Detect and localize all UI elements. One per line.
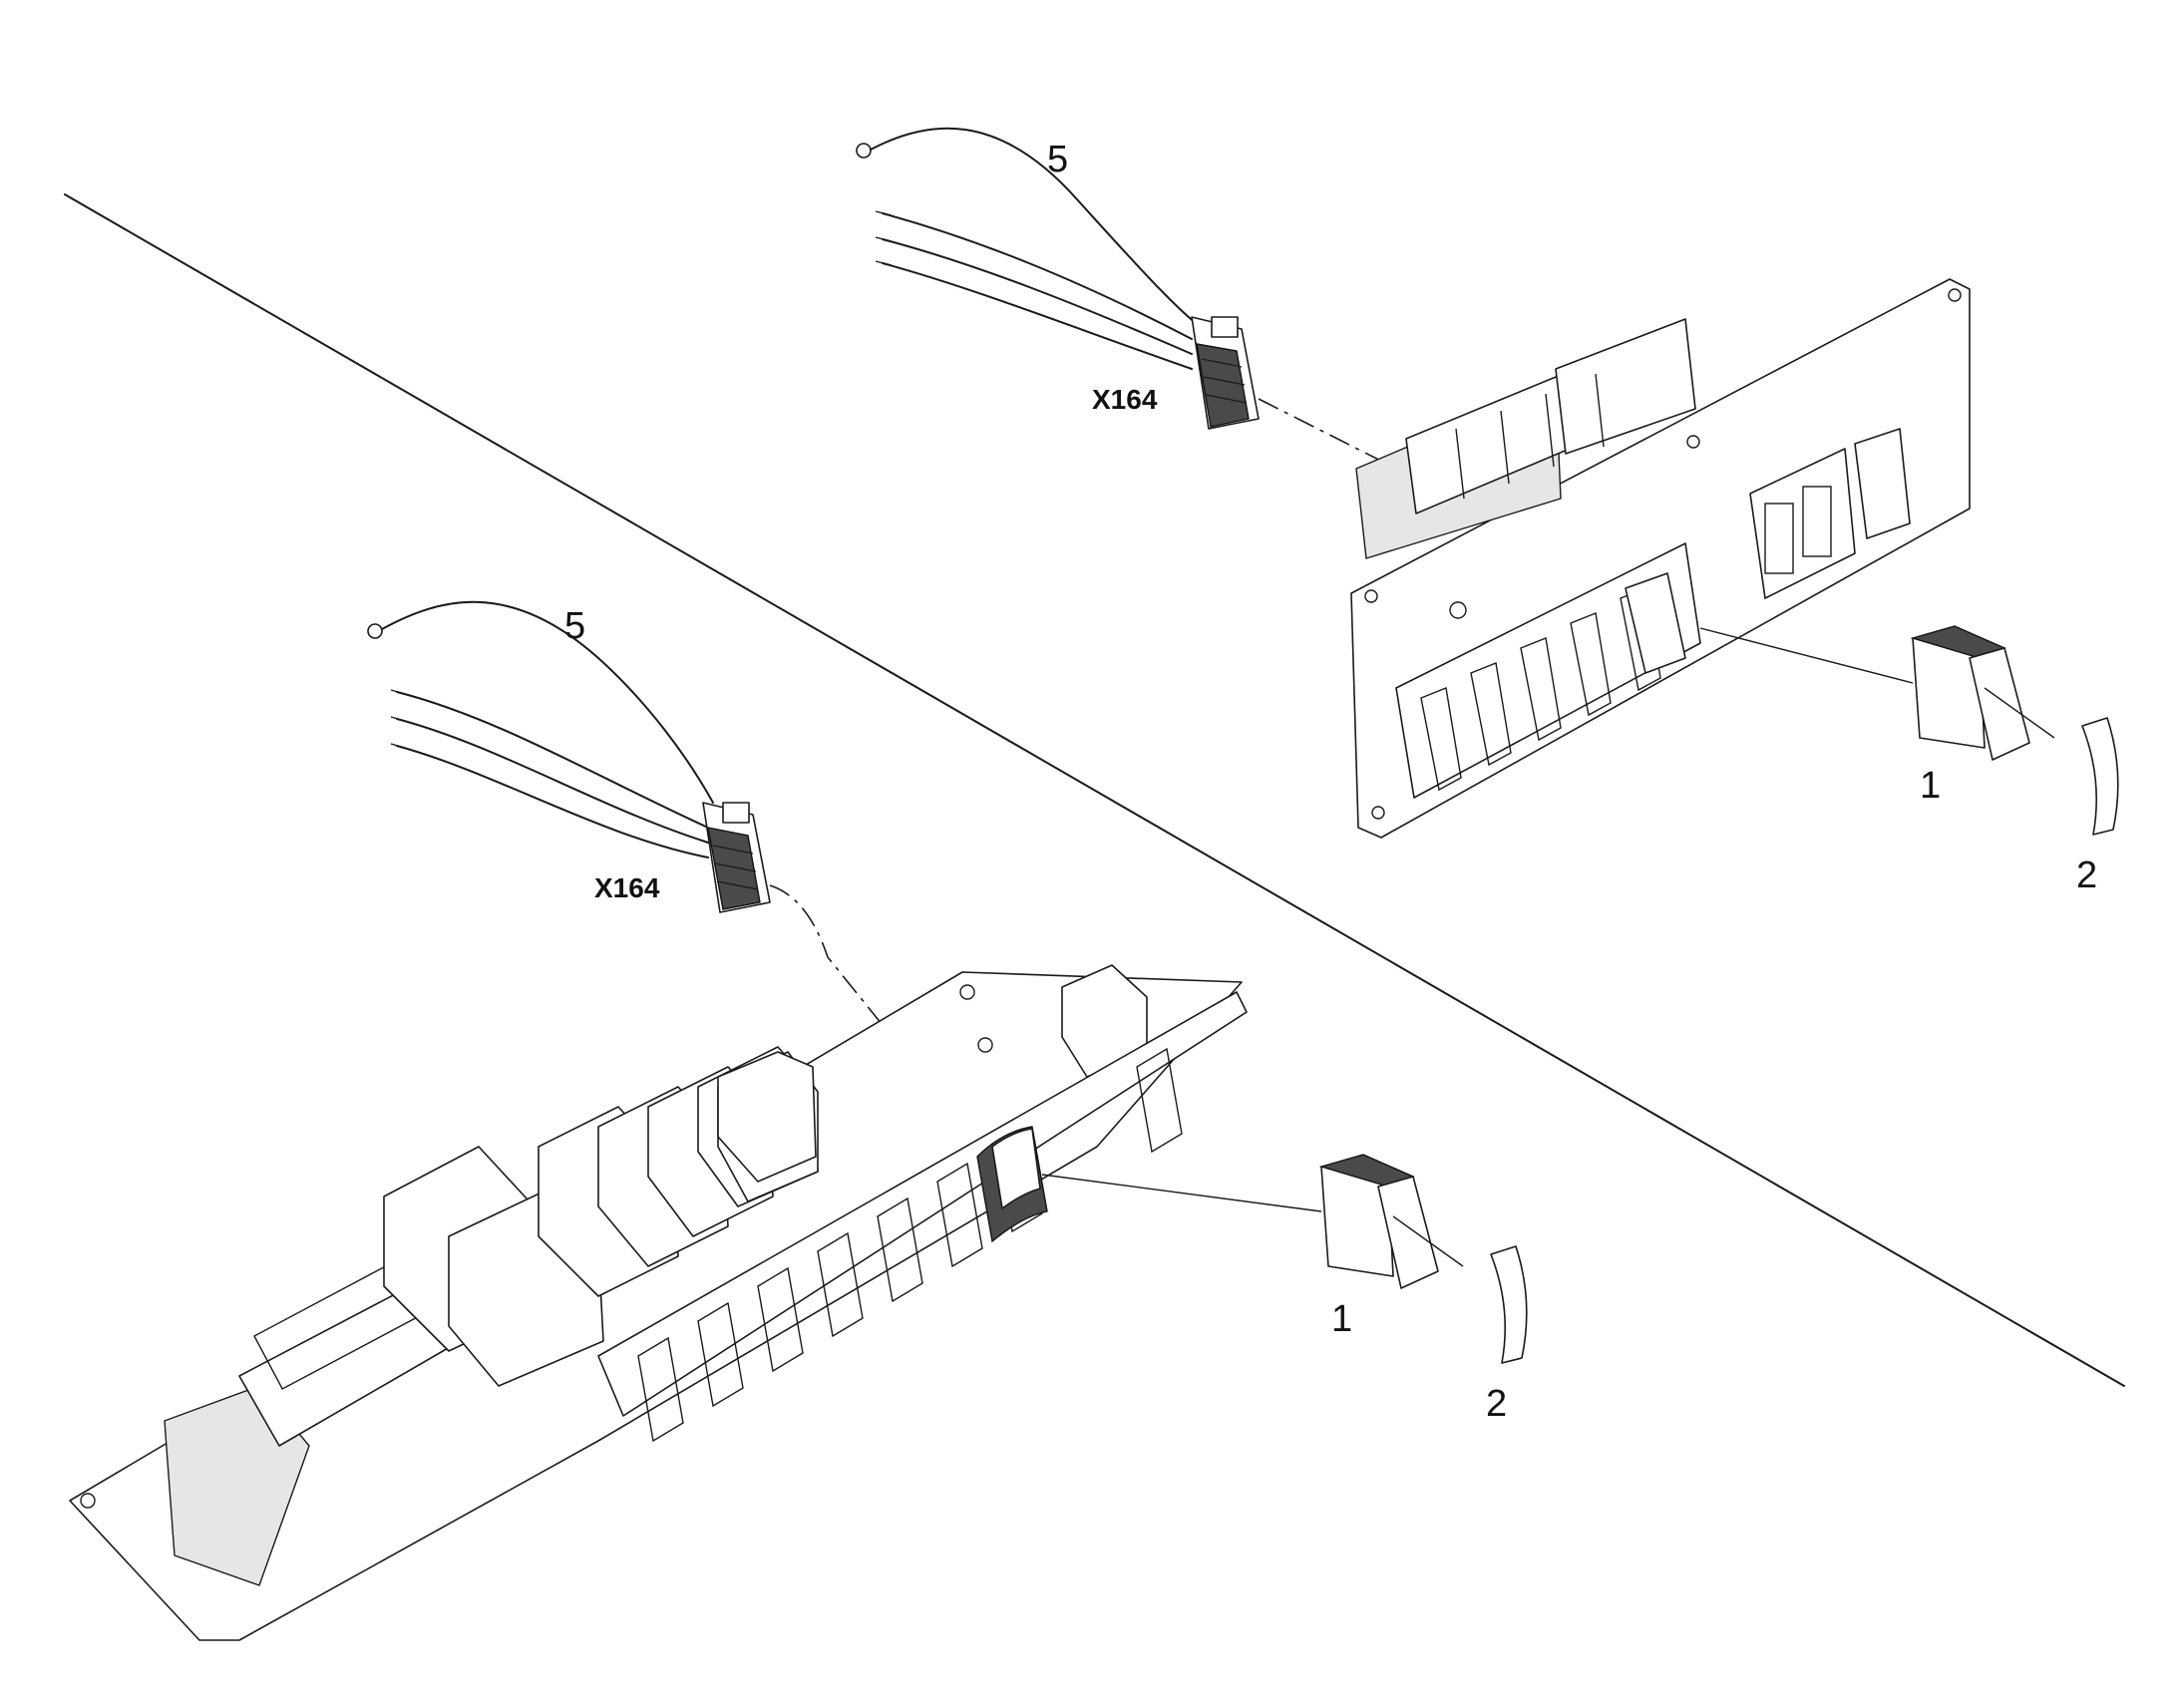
top-callout-2: 2 xyxy=(2076,854,2097,896)
top-view: 5 X164 1 2 xyxy=(856,127,2119,896)
bottom-view: 5 X164 1 2 xyxy=(69,600,1528,1641)
top-switch-lens xyxy=(2081,717,2119,836)
bottom-mounting-panel xyxy=(69,964,1248,1641)
bottom-callout-5: 5 xyxy=(564,605,585,647)
view-separator-line xyxy=(64,193,2125,1387)
bottom-rocker-switch xyxy=(1318,1154,1464,1289)
bottom-switch-leader xyxy=(1041,1174,1322,1212)
top-connector-label: X164 xyxy=(1092,384,1158,415)
top-rocker-switch xyxy=(1910,625,2055,761)
bottom-connector-x164 xyxy=(702,802,771,913)
bottom-callout-2: 2 xyxy=(1486,1383,1507,1425)
top-callout-1: 1 xyxy=(1920,765,1941,807)
bottom-connector-label: X164 xyxy=(594,872,660,903)
bottom-wiring-harness xyxy=(367,600,714,858)
top-connector-x164 xyxy=(1191,316,1260,430)
top-mounting-panel xyxy=(1350,278,1971,839)
bottom-switch-lens xyxy=(1490,1245,1528,1364)
top-switch-leader xyxy=(1699,627,1914,684)
bottom-callout-1: 1 xyxy=(1331,1298,1352,1340)
top-callout-5: 5 xyxy=(1047,139,1068,180)
bottom-assembly-dashline xyxy=(769,884,933,1088)
top-wiring-harness xyxy=(856,127,1198,370)
